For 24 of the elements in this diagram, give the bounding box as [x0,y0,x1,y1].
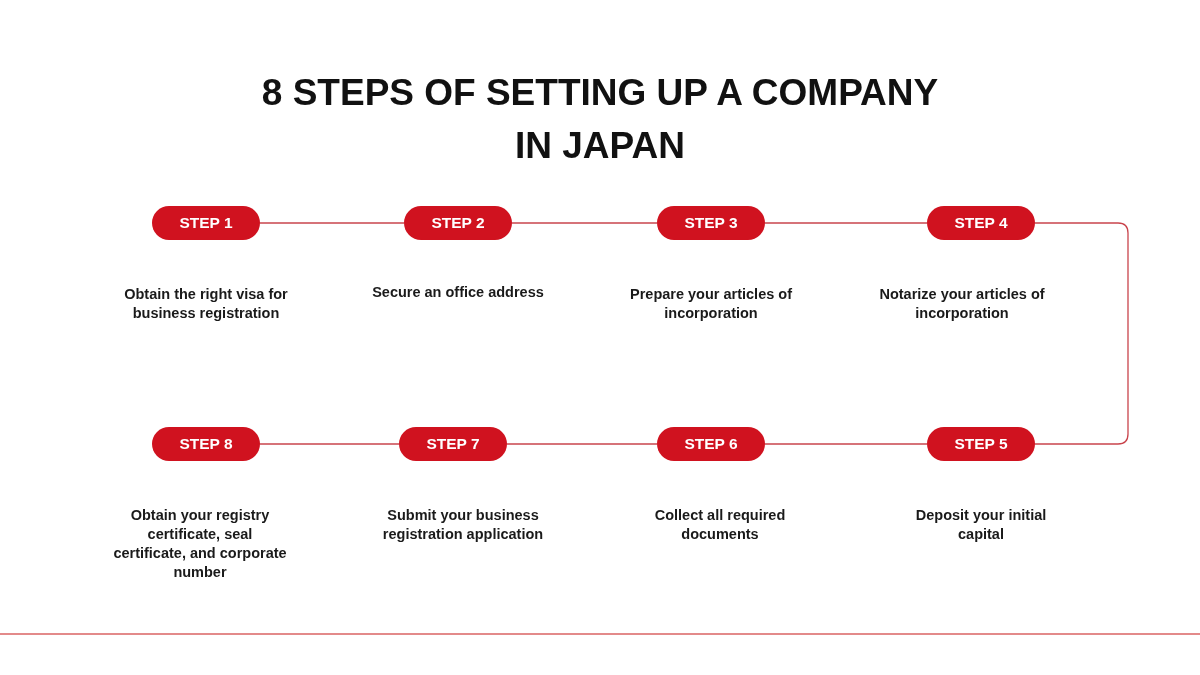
step-description: Obtain your registry certificate, seal certificate, and corporate number [112,506,288,582]
step-description: Deposit your initial capital [914,506,1048,544]
step-description: Notarize your articles of incorporation [878,285,1046,323]
connector-line [764,222,928,224]
step-pill: STEP 2 [404,206,512,240]
step-pill: STEP 6 [657,427,765,461]
step-pill: STEP 5 [927,427,1035,461]
connector-line [1034,222,1129,445]
connector-line [511,222,658,224]
step-description: Secure an office address [371,283,545,302]
step-pill: STEP 8 [152,427,260,461]
step-description: Prepare your articles of incorporation [629,285,793,323]
step-pill: STEP 4 [927,206,1035,240]
connector-line [506,443,658,445]
step-pill: STEP 7 [399,427,507,461]
connector-line [764,443,928,445]
step-description: Collect all required documents [653,506,787,544]
step-description: Submit your business registration application [381,506,545,544]
step-description: Obtain the right visa for business registration [123,285,289,323]
step-pill: STEP 1 [152,206,260,240]
connector-line [259,443,400,445]
connector-line [259,222,405,224]
title: 8 STEPS OF SETTING UP A COMPANY IN JAPAN [260,71,940,168]
step-pill: STEP 3 [657,206,765,240]
